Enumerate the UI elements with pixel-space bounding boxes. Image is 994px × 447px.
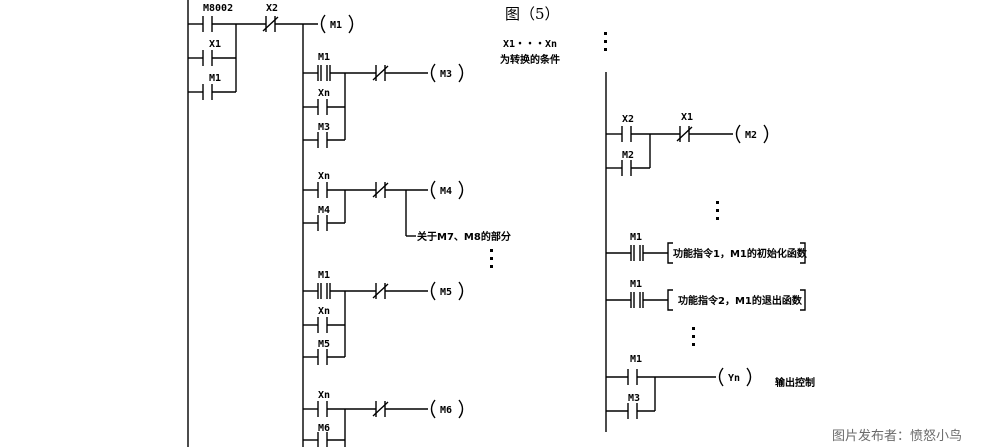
label-m8002: M8002	[203, 3, 233, 14]
output-control-label: 输出控制	[775, 376, 815, 389]
coil-m2-label: M2	[745, 130, 757, 141]
left-ladder: M8002 X1 M1 X2 M1	[187, 0, 511, 447]
label-xn-c: Xn	[318, 306, 330, 317]
label-m1-func2: M1	[630, 279, 642, 290]
rung-func1: M1 功能指令1，M1的初始化函数	[606, 232, 808, 264]
rung-m4: Xn M4 M4 关于M7、M8的部分	[303, 171, 511, 243]
label-x1-nc: X1	[681, 112, 693, 123]
label-xn-b: Xn	[318, 171, 330, 182]
instruction-func2: 功能指令2，M1的退出函数	[678, 294, 803, 307]
rung-yn: M1 M3 Yn 输出控制	[606, 354, 815, 419]
label-m3-out: M3	[628, 393, 640, 404]
label-m3-hold: M3	[318, 122, 330, 133]
label-m4-hold: M4	[318, 205, 330, 216]
note-description: 为转换的条件	[500, 53, 560, 66]
coil-yn-label: Yn	[728, 373, 740, 384]
note-variables: X1・・・Xn	[503, 39, 557, 50]
label-x2: X2	[266, 3, 278, 14]
coil-m1-label: M1	[330, 20, 342, 31]
label-m1-b: M1	[318, 270, 330, 281]
coil-m1	[320, 14, 326, 34]
ellipsis-right-1	[716, 201, 719, 220]
publisher-credit: 图片发布者：愤怒小鸟	[832, 428, 962, 444]
instruction-box-1	[667, 242, 673, 264]
coil-yn	[718, 367, 724, 387]
rung-m2: X2 M2 X1 M2	[606, 112, 769, 176]
rung-m1: M8002 X1 M1 X2 M1	[188, 3, 354, 100]
label-xn-a: Xn	[318, 88, 330, 99]
figure-notes: 图（5） X1・・・Xn 为转换的条件	[500, 5, 607, 66]
coil-m2	[735, 124, 741, 144]
label-m1-out: M1	[630, 354, 642, 365]
label-m1-func1: M1	[630, 232, 642, 243]
figure-title: 图（5）	[505, 5, 560, 23]
rung-m3: M1 Xn M3 M3	[303, 52, 464, 148]
ellipsis-right-2	[692, 327, 695, 346]
coil-m5-label: M5	[440, 287, 452, 298]
rung-m6: Xn M6 M6	[303, 390, 464, 447]
right-ladder: X2 M2 X1 M2	[605, 72, 815, 432]
coil-m5	[430, 281, 436, 301]
label-m1-hold: M1	[209, 73, 221, 84]
coil-m6	[430, 399, 436, 419]
coil-m4	[430, 180, 436, 200]
ellipsis-top	[604, 32, 607, 51]
coil-m3-label: M3	[440, 69, 452, 80]
coil-m4-label: M4	[440, 186, 452, 197]
label-xn-d: Xn	[318, 390, 330, 401]
label-m2-hold: M2	[622, 150, 634, 161]
label-x1: X1	[209, 39, 221, 50]
callout-m7-m8: 关于M7、M8的部分	[417, 230, 511, 243]
ellipsis-left	[490, 249, 493, 268]
coil-m3	[430, 63, 436, 83]
label-x2-right: X2	[622, 114, 634, 125]
instruction-box-2	[667, 289, 673, 311]
label-m6-hold: M6	[318, 423, 330, 434]
label-m1-a: M1	[318, 52, 330, 63]
rung-m5: M1 Xn M5 M5	[303, 270, 464, 365]
rung-func2: M1 功能指令2，M1的退出函数	[606, 279, 806, 311]
instruction-func1: 功能指令1，M1的初始化函数	[673, 247, 808, 260]
coil-m6-label: M6	[440, 405, 452, 416]
label-m5-hold: M5	[318, 339, 330, 350]
